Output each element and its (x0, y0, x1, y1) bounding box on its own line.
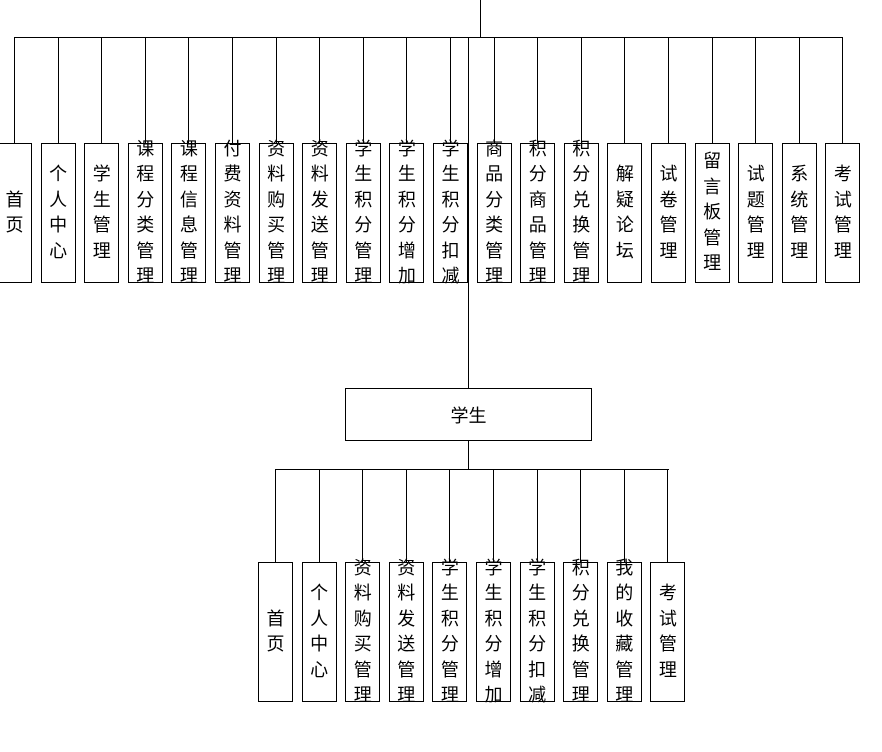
top-module-label: 积分兑换管理 (572, 138, 591, 288)
top-module-label: 积分商品管理 (528, 138, 547, 288)
top-module-box: 学生管理 (84, 143, 120, 283)
top-module-label: 试卷管理 (659, 164, 678, 262)
top-module-box: 系统管理 (781, 143, 817, 283)
top-module-label: 考试管理 (833, 164, 852, 262)
top-drop-line (668, 37, 669, 143)
student-drop-line (362, 469, 364, 562)
student-node: 学生 (345, 388, 592, 441)
student-module-label: 个人中心 (310, 583, 329, 681)
top-drop-line (362, 37, 364, 143)
student-module-label: 考试管理 (658, 583, 677, 681)
student-module-label: 我的收藏管理 (615, 557, 634, 707)
top-module-label: 资料发送管理 (310, 138, 329, 288)
top-module-box: 试题管理 (738, 143, 774, 283)
top-module-label: 付费资料管理 (223, 138, 242, 288)
student-drop-line (405, 469, 407, 562)
top-drop-line (450, 37, 451, 143)
top-module-label: 留言板管理 (703, 151, 722, 275)
student-drop-line (318, 469, 320, 562)
student-module-box: 资料购买管理 (345, 558, 381, 706)
student-drop-line (623, 469, 625, 562)
student-module-box: 我的收藏管理 (606, 558, 642, 706)
student-module-box: 学生积分管理 (432, 558, 468, 706)
top-module-box: 课程分类管理 (127, 139, 163, 287)
top-module-label: 商品分类管理 (485, 138, 504, 288)
top-module-box: 资料购买管理 (258, 139, 294, 287)
top-drop-line (14, 37, 15, 143)
student-module-box: 个人中心 (301, 562, 337, 702)
top-module-label: 解疑论坛 (615, 164, 634, 262)
top-module-box: 个人中心 (40, 143, 76, 283)
top-drop-line (711, 37, 713, 143)
top-module-box: 学生积分增加 (389, 139, 425, 287)
top-drop-line (57, 37, 59, 143)
student-module-label: 学生积分管理 (440, 557, 459, 707)
top-drop-line (842, 37, 844, 143)
top-module-box: 资料发送管理 (302, 139, 338, 287)
top-module-box: 积分兑换管理 (563, 139, 599, 287)
top-drop-line (755, 37, 757, 143)
top-module-box: 留言板管理 (694, 143, 730, 283)
top-drop-line (406, 37, 408, 143)
student-node-label: 学生 (450, 405, 487, 427)
student-drop-line (536, 469, 538, 562)
top-drop-line (580, 37, 582, 143)
student-bus (276, 469, 669, 470)
top-module-label: 学生管理 (92, 164, 111, 262)
student-module-label: 积分兑换管理 (571, 557, 590, 707)
top-drop-line (232, 37, 233, 143)
student-module-label: 资料购买管理 (353, 557, 372, 707)
top-drop-line (319, 37, 321, 143)
student-drop-line (493, 469, 494, 562)
top-drop-line (101, 37, 103, 143)
top-module-box: 首页 (0, 143, 32, 283)
top-drop-line (624, 37, 626, 143)
top-module-label: 课程信息管理 (179, 138, 198, 288)
top-module-label: 学生积分扣减 (441, 138, 460, 288)
root-connector (480, 0, 481, 37)
student-module-box: 学生积分增加 (476, 558, 511, 706)
student-module-label: 首页 (266, 608, 285, 656)
top-module-label: 课程分类管理 (136, 138, 155, 288)
top-module-label: 个人中心 (49, 164, 68, 262)
student-drop-line (580, 469, 582, 562)
top-module-box: 商品分类管理 (476, 139, 512, 287)
top-module-label: 系统管理 (790, 164, 809, 262)
student-module-box: 资料发送管理 (388, 558, 424, 706)
top-drop-line (493, 37, 495, 143)
student-module-label: 资料发送管理 (397, 557, 416, 707)
top-drop-line (798, 37, 800, 143)
top-drop-line (537, 37, 539, 143)
trunk-to-student (468, 37, 469, 388)
top-module-label: 试题管理 (746, 164, 765, 262)
student-module-box: 学生积分扣减 (519, 558, 555, 706)
student-module-box: 积分兑换管理 (563, 558, 599, 706)
top-module-box: 积分商品管理 (520, 139, 556, 287)
top-module-label: 资料购买管理 (267, 138, 286, 288)
student-drop-line (667, 469, 669, 562)
student-module-box: 首页 (258, 562, 293, 702)
top-drop-line (188, 37, 190, 143)
student-drop-line (449, 469, 451, 562)
top-module-label: 首页 (5, 189, 24, 237)
student-module-label: 学生积分增加 (484, 557, 503, 707)
top-module-box: 学生积分扣减 (433, 139, 468, 287)
student-module-box: 考试管理 (650, 562, 686, 702)
top-module-box: 课程信息管理 (171, 139, 207, 287)
student-drop-line (275, 469, 276, 562)
top-module-box: 解疑论坛 (607, 143, 643, 283)
top-module-box: 考试管理 (825, 143, 861, 283)
top-module-label: 学生积分增加 (397, 138, 416, 288)
top-module-box: 试卷管理 (651, 143, 686, 283)
student-module-label: 学生积分扣减 (528, 557, 547, 707)
top-drop-line (144, 37, 146, 143)
top-module-box: 学生积分管理 (345, 139, 381, 287)
top-module-label: 学生积分管理 (354, 138, 373, 288)
top-module-box: 付费资料管理 (215, 139, 250, 287)
top-bus (14, 37, 843, 38)
student-connector (468, 440, 469, 469)
top-drop-line (275, 37, 277, 143)
